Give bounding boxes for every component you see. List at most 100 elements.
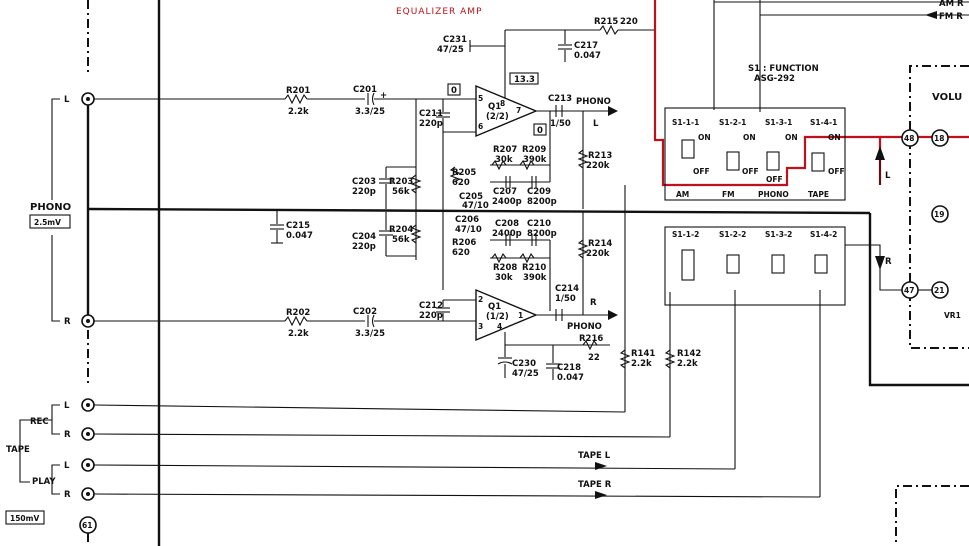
c201-value: 3.3/25 [355,107,385,117]
r203-value: 56k [392,187,410,197]
title: EQUALIZER AMP [396,7,483,17]
pin6: 6 [478,122,483,131]
wire-rec-l [93,404,626,413]
box0b-text: 0 [537,126,543,136]
r202-resistor [284,315,308,327]
tape-r-signal: TAPE R [578,480,612,490]
v133-box [509,72,539,85]
r216-label: R216 [579,334,603,344]
phono-l-jack[interactable] [81,92,95,106]
c212-label: C212 [419,301,443,311]
r204-resistor [410,224,422,244]
connector-61-text: 61 [82,521,92,530]
q1b-sub: (1/2) [486,312,509,322]
r216-resistor [582,339,598,351]
c202-label: C202 [353,307,377,317]
l-arrow [875,146,885,160]
tape-rec-r-jack[interactable] [81,427,95,441]
bottom-block-border [895,485,969,546]
r213-value: 220k [586,161,610,171]
r205-value: 620 [452,178,470,188]
opamp-q1-lower [475,288,538,342]
phono-l-arrow [608,106,618,116]
node-21-text: 21 [934,286,944,295]
r201-label: R201 [286,86,310,96]
node-19 [931,205,949,223]
c203-label: C203 [352,177,376,187]
r208-resistor [491,252,507,264]
c213-label: C213 [548,94,572,104]
tape-play-l-jack[interactable] [81,458,95,472]
c230-value: 47/25 [512,369,539,379]
l-signal: L [885,171,891,181]
r207-value: 30k [495,155,513,165]
c210-value: 8200p [527,229,557,239]
switch-s132[interactable] [771,254,785,274]
s141-off: OFF [828,167,845,176]
r201-value: 2.2k [288,107,309,117]
c231-value: 47/25 [437,45,464,55]
tape-rec-r-label: R [64,430,71,440]
c204-value: 220p [352,242,376,252]
phono-l-label: L [64,95,70,105]
r209-resistor [519,159,535,171]
r204-label: R204 [389,225,413,235]
c231-label: C231 [443,35,467,45]
c230-label: C230 [512,359,536,369]
phono-r-label: R [64,317,71,327]
red-signal-line [653,0,882,187]
s141-on: ON [828,133,841,142]
c206-value: 47/10 [455,225,482,235]
switch-phono: PHONO [758,190,789,199]
c218-value: 0.047 [557,373,584,383]
c201-plus: + [380,91,387,101]
switch-s112[interactable] [681,249,695,281]
s121-on: ON [743,133,756,142]
c206-label: C206 [455,215,479,225]
r141-resistor [619,349,631,369]
tape-play-r-jack[interactable] [81,487,95,501]
c208-label: C208 [495,219,519,229]
tape-r-arrow [595,491,607,499]
q1a-label: Q1 [488,102,501,112]
pin5: 5 [478,94,483,103]
c212-value: 220p [419,311,443,321]
switch-model: ASG-292 [754,74,795,84]
phono-level-box [29,214,71,229]
c207-label: C207 [493,187,517,197]
pin2: 2 [478,295,483,304]
pin8: 8 [500,99,505,108]
switch-s142[interactable] [814,254,828,274]
tape-rec-l-label: L [64,401,70,411]
wire-play-l [93,464,736,470]
s131-on: ON [785,133,798,142]
r210-label: R210 [522,263,546,273]
tape-level-box [5,510,45,525]
r202-label: R202 [286,308,310,318]
switch-am: AM [676,190,689,199]
c204-label: C204 [352,232,376,242]
c230-plate-b [497,361,513,365]
switch-s111[interactable] [681,139,695,159]
wire-rec-r [93,433,671,438]
wire-play-r [93,493,821,498]
switch-s122[interactable] [726,254,740,274]
c215-value: 0.047 [286,231,313,241]
c207-value: 2400p [492,197,522,207]
switch-s131[interactable] [766,151,780,171]
switch-s141[interactable] [811,152,825,172]
phono-level: 2.5mV [34,218,61,227]
c217-label: C217 [574,41,598,51]
r205-resistor [449,166,461,183]
tape-rec-l-jack[interactable] [81,398,95,412]
tape-play-r-label: R [64,490,71,500]
r213-label: R213 [588,151,612,161]
phono-l-ch: L [593,119,599,129]
switch-s121[interactable] [726,151,740,171]
tape-play-l-label: L [64,461,70,471]
phono-r-jack[interactable] [81,314,95,328]
c214-label: C214 [555,284,579,294]
phono-bracket-top [51,98,60,200]
s111-off: OFF [693,167,710,176]
phono-r-out: PHONO [567,322,602,332]
